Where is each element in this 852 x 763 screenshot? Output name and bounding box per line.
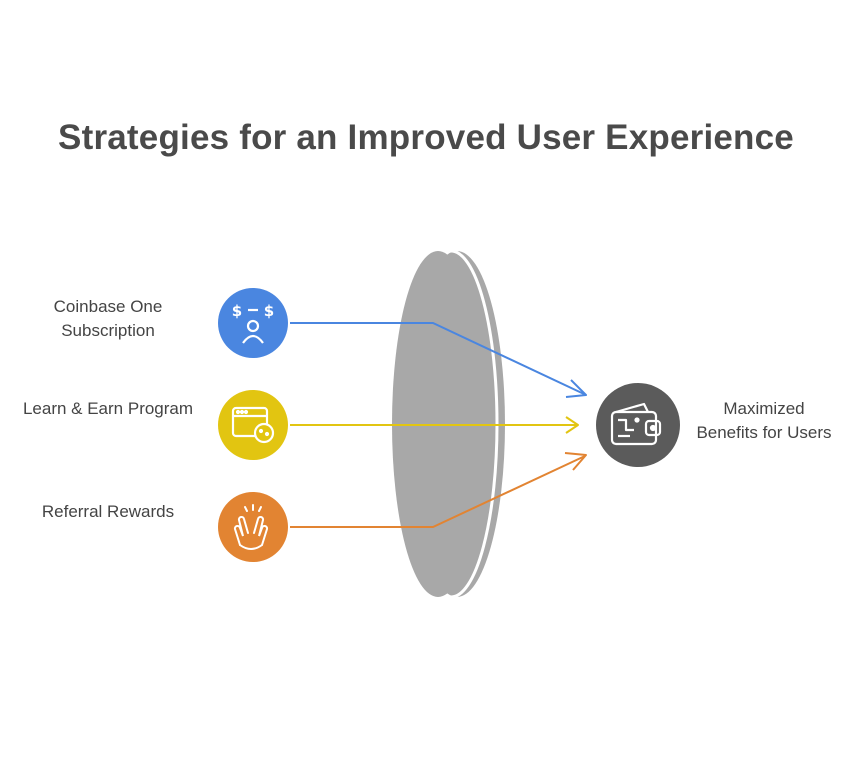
- input-label-learn-earn: Learn & Earn Program: [22, 399, 194, 418]
- node-output: [596, 383, 680, 467]
- browser-coin-icon: [231, 406, 275, 444]
- diagram-title: Strategies for an Improved User Experien…: [58, 118, 794, 157]
- wallet-icon: [610, 402, 662, 446]
- arrow-coinbase-one: [290, 322, 587, 398]
- node-referral: [218, 492, 288, 562]
- dollar-person-icon: $ $: [232, 302, 274, 344]
- output-label: Maximized Benefits for Users: [696, 399, 832, 442]
- svg-text:$: $: [232, 302, 242, 320]
- svg-text:$: $: [264, 302, 274, 320]
- clapping-hands-icon: [233, 504, 269, 550]
- input-label-referral: Referral Rewards: [41, 502, 175, 521]
- node-coinbase-one: $ $: [218, 288, 288, 358]
- input-label-coinbase-one: Coinbase One Subscription: [53, 297, 163, 340]
- node-learn-earn: [218, 390, 288, 460]
- arrow-referral: [290, 452, 587, 528]
- arrow-learn-earn: [290, 416, 579, 434]
